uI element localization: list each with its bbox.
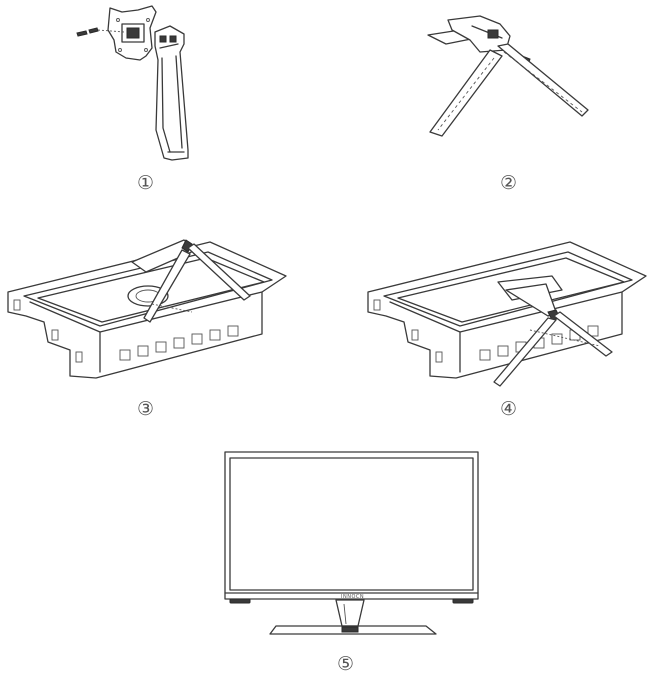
brand-logo: INNOCN xyxy=(341,594,364,600)
step-1-number: ① xyxy=(137,172,154,194)
step-5-illustration: INNOCN xyxy=(224,451,479,635)
step-5-number: ⑤ xyxy=(337,653,354,675)
screw-icon xyxy=(76,27,125,37)
step-4-number: ④ xyxy=(500,398,517,420)
step-3-illustration xyxy=(7,239,287,379)
step-2-illustration xyxy=(427,15,589,137)
step-3-number: ③ xyxy=(137,398,154,420)
step-4-illustration xyxy=(367,241,647,387)
step-1-illustration xyxy=(76,5,189,161)
step-2-number: ② xyxy=(500,172,517,194)
